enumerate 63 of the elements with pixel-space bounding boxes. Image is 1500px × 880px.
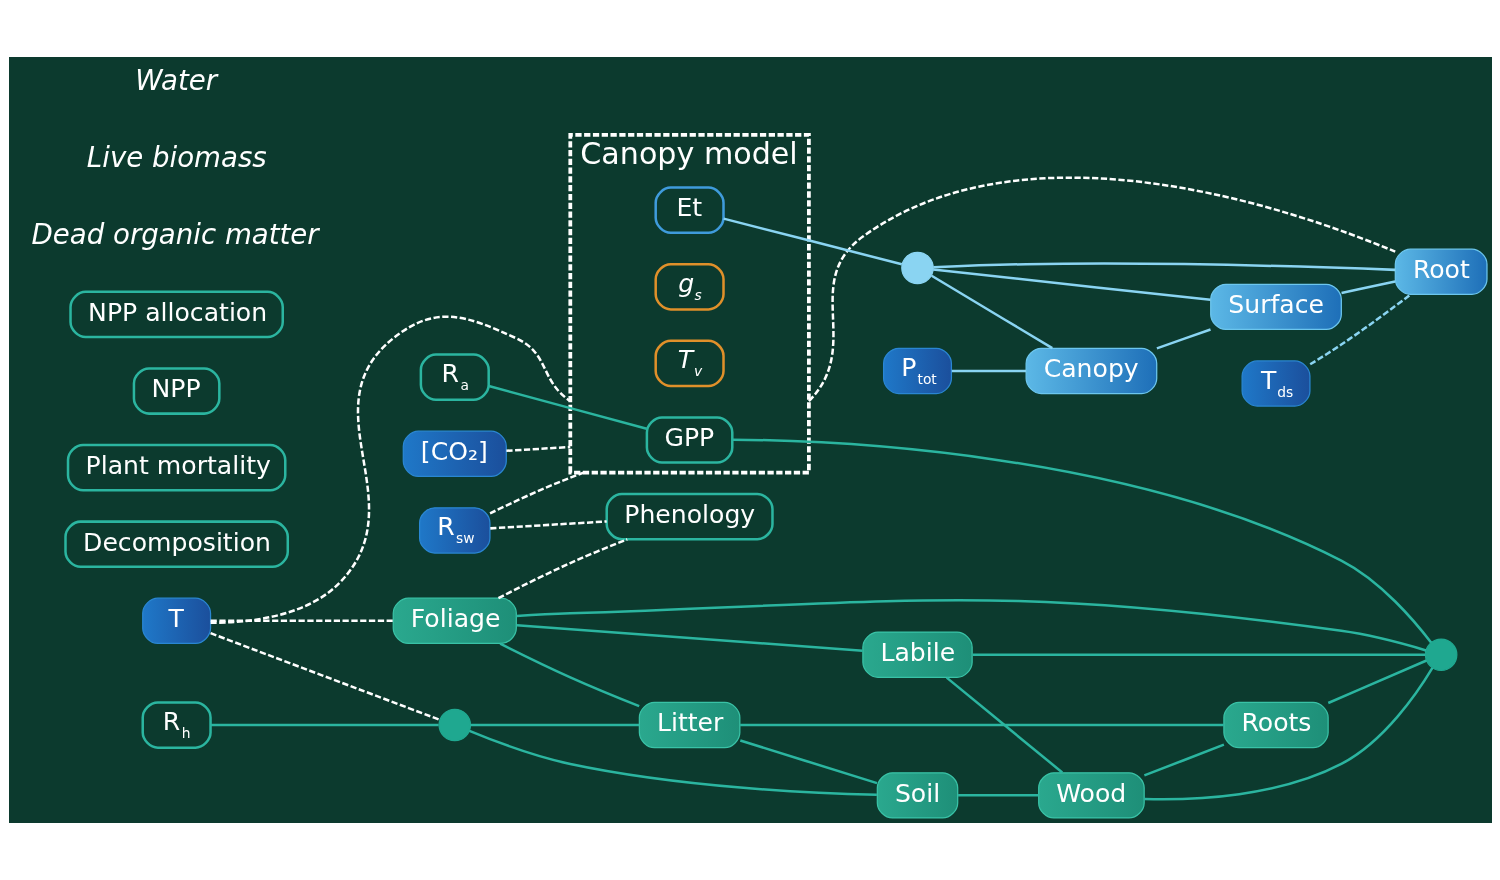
connector: [722, 217, 902, 266]
node-box: Canopy: [1025, 347, 1157, 395]
node-box: P$_{tot}$: [882, 347, 952, 395]
label: Live biomass: [86, 141, 267, 175]
node-box: [CO₂]: [402, 430, 507, 478]
connector: [489, 471, 584, 515]
node-box: T$_{ds}$: [1240, 360, 1311, 407]
label: Water: [134, 64, 217, 98]
connector: [807, 176, 1396, 402]
node-box: Foliage: [392, 597, 517, 645]
node-box: Wood: [1037, 772, 1145, 819]
connector: [739, 723, 1224, 727]
node-box: Surface: [1209, 283, 1342, 331]
node-circle: [1424, 638, 1457, 672]
node-box: Plant mortality: [66, 443, 286, 492]
connector: [1327, 659, 1427, 705]
node-box: Labile: [861, 631, 973, 678]
connector: [516, 624, 863, 653]
connector: [1340, 280, 1395, 295]
node-box: Soil: [876, 772, 958, 819]
node-box: Decomposition: [63, 520, 289, 569]
node-box: Roots: [1222, 701, 1329, 749]
node-box: Root: [1394, 248, 1488, 295]
node-box: Et: [653, 186, 725, 235]
label: Dead organic matter: [31, 217, 319, 251]
connector: [951, 369, 1026, 373]
node-box: Phenology: [604, 492, 774, 541]
node-box: T$_{v}$: [653, 339, 725, 388]
node-box: g$_{s}$: [653, 262, 725, 311]
connector: [739, 739, 877, 785]
node-box: NPP allocation: [68, 290, 284, 339]
connector: [732, 438, 1432, 644]
node-box: T: [141, 597, 211, 645]
node-circle: [900, 251, 934, 285]
connector: [489, 520, 607, 530]
connector: [932, 268, 1211, 302]
connector: [1309, 293, 1411, 366]
node-box: Litter: [638, 701, 740, 749]
connector: [488, 384, 647, 430]
node-box: NPP: [132, 367, 221, 415]
connector: [210, 619, 393, 623]
connector: [210, 723, 439, 727]
connector: [515, 599, 1426, 652]
connector: [957, 794, 1039, 797]
connector: [505, 445, 570, 453]
connector: [945, 676, 1063, 774]
connector: [1143, 667, 1433, 801]
node-box: R$_{sw}$: [418, 507, 491, 554]
connector: [1143, 743, 1224, 777]
connector: [209, 632, 440, 722]
connector: [932, 262, 1395, 272]
node-box: R$_{h}$: [140, 701, 212, 749]
connector: [499, 642, 640, 708]
node-circle: [437, 708, 471, 742]
connector: [468, 729, 877, 797]
connector: [930, 274, 1053, 350]
connector: [1155, 328, 1211, 350]
connector: [210, 315, 571, 624]
connector: [972, 653, 1425, 656]
node-box: GPP: [645, 416, 734, 464]
connector: [470, 723, 639, 727]
node-box: R$_{a}$: [419, 353, 490, 402]
connector: [497, 538, 628, 600]
